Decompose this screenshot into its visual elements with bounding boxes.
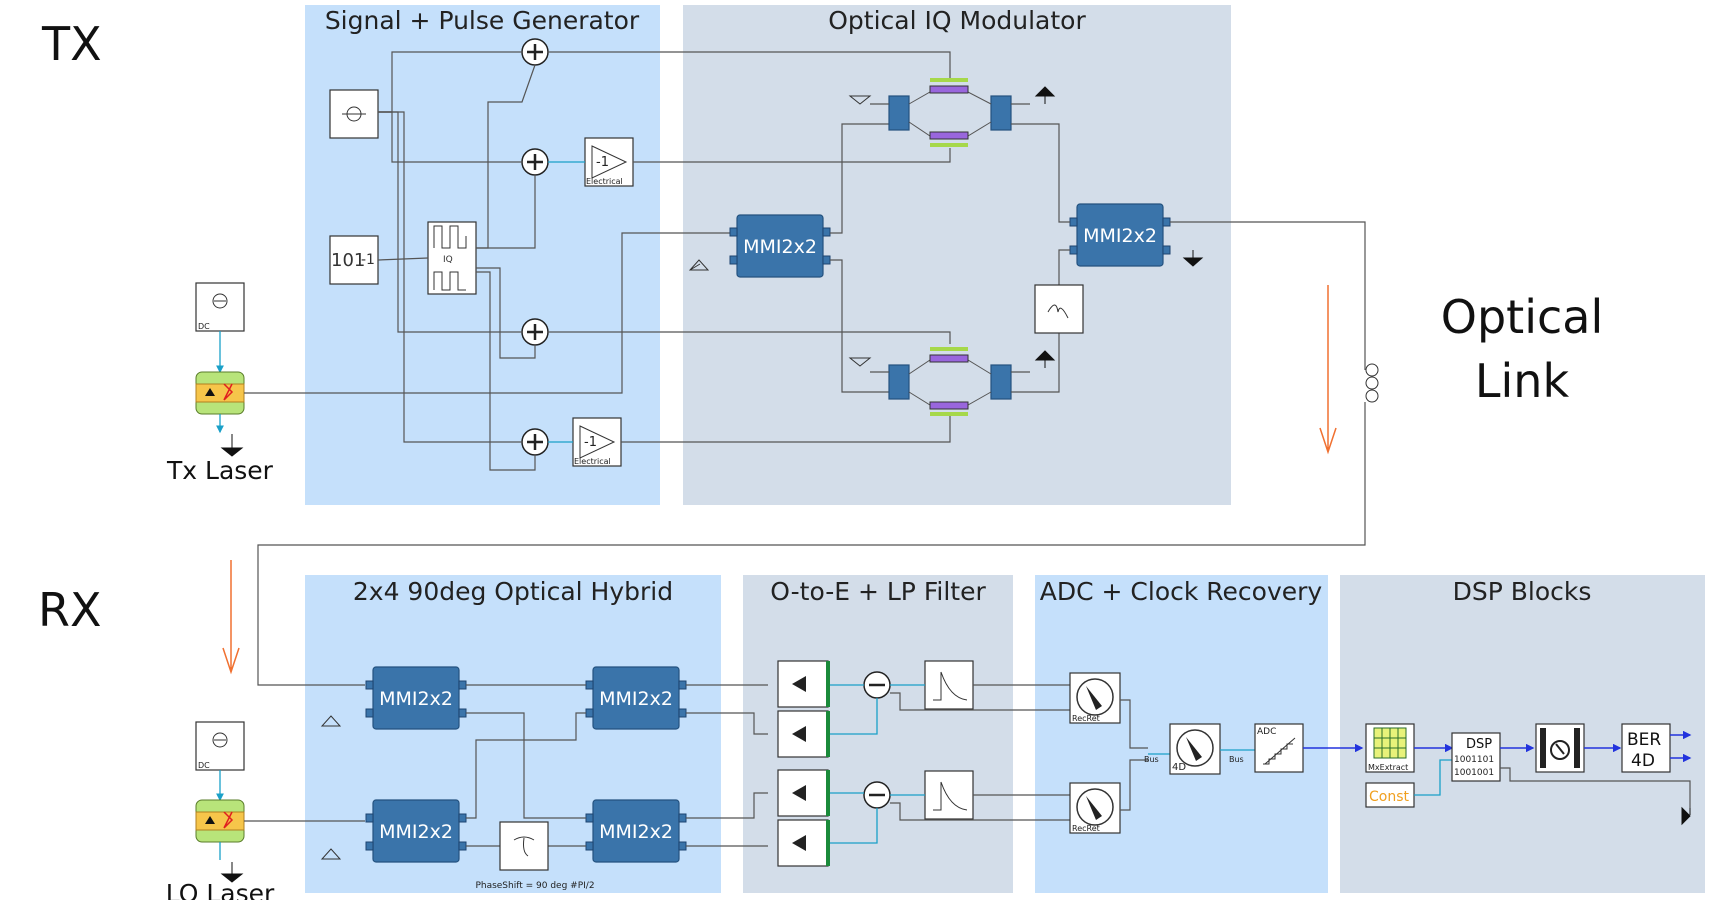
dsp-label: DSP bbox=[1466, 737, 1492, 752]
bus-label-1: Bus bbox=[1144, 755, 1159, 764]
lo-dc-label: DC bbox=[198, 761, 210, 770]
equalizer-block[interactable] bbox=[1535, 723, 1585, 773]
adder-3[interactable] bbox=[521, 318, 549, 346]
hybrid-mmi-2-label: MMI2x2 bbox=[379, 821, 453, 843]
fiber-spool-icon[interactable] bbox=[1365, 363, 1379, 403]
panel-title-iq-modulator: Optical IQ Modulator bbox=[828, 6, 1086, 35]
hybrid-mmi-4-label: MMI2x2 bbox=[599, 821, 673, 843]
inverter-bottom-value: -1 bbox=[584, 435, 597, 450]
tx-dc-source[interactable]: DC bbox=[195, 282, 245, 332]
panel-title-o-to-e: O-to-E + LP Filter bbox=[770, 577, 986, 606]
tx-laser-label: Tx Laser bbox=[166, 456, 274, 485]
inverter-bottom[interactable]: -1 Electrical bbox=[572, 417, 622, 467]
bus-label-2: Bus bbox=[1229, 755, 1244, 764]
inverter-top[interactable]: -1 Electrical bbox=[584, 137, 634, 187]
subtractor-2[interactable] bbox=[863, 781, 891, 809]
carrier-source[interactable] bbox=[329, 89, 379, 139]
photodiode-4[interactable] bbox=[777, 819, 830, 867]
const-block[interactable]: Const bbox=[1365, 782, 1415, 808]
mzm-q[interactable] bbox=[888, 347, 1012, 416]
mzm-q-output-icon bbox=[1034, 350, 1056, 368]
iq-pulse-generator[interactable]: IQ bbox=[427, 221, 477, 295]
link-arrow-rx bbox=[222, 560, 240, 675]
tx-mmi-splitter-label: MMI2x2 bbox=[743, 236, 817, 258]
rx-label: RX bbox=[38, 583, 101, 637]
inverter-top-label: Electrical bbox=[586, 177, 623, 186]
lo-laser-label: LO Laser bbox=[166, 879, 275, 900]
hybrid-mmi-2[interactable]: MMI2x2 bbox=[365, 799, 467, 863]
link-arrow-tx bbox=[1319, 285, 1337, 455]
ber-4d-block[interactable]: BER 4D bbox=[1621, 723, 1671, 773]
subtractor-1[interactable] bbox=[863, 671, 891, 699]
tx-laser-ground-icon bbox=[220, 434, 244, 457]
hybrid-mmi-3-label: MMI2x2 bbox=[599, 688, 673, 710]
hybrid-mmi-4[interactable]: MMI2x2 bbox=[585, 799, 687, 863]
clock-recovery-4d[interactable]: 4D bbox=[1169, 723, 1221, 775]
inverter-top-value: -1 bbox=[596, 155, 609, 170]
mx-extract-block[interactable]: MxExtract bbox=[1365, 723, 1415, 773]
adder-1[interactable] bbox=[521, 38, 549, 66]
tx-dc-label: DC bbox=[198, 322, 210, 331]
hybrid-mmi-1-label: MMI2x2 bbox=[379, 688, 453, 710]
mzm-i-output-icon bbox=[1034, 86, 1056, 104]
ber-4d-label: 4D bbox=[1631, 751, 1655, 771]
adc-block[interactable]: ADC bbox=[1254, 723, 1304, 773]
ber-label: BER bbox=[1627, 730, 1661, 750]
bit-sequence-label: 101 bbox=[331, 250, 365, 271]
hybrid-mmi-1[interactable]: MMI2x2 bbox=[365, 666, 467, 730]
inverter-bottom-label: Electrical bbox=[574, 457, 611, 466]
photodiode-3[interactable] bbox=[777, 769, 830, 817]
const-label: Const bbox=[1369, 789, 1410, 805]
optical-link-label-1: Optical bbox=[1441, 290, 1603, 344]
optical-link-label-2: Link bbox=[1475, 354, 1570, 408]
adder-2[interactable] bbox=[521, 148, 549, 176]
photodiode-1[interactable] bbox=[777, 660, 830, 708]
mzm-q-ground-icon bbox=[848, 357, 872, 367]
lo-laser-ground-icon bbox=[220, 862, 244, 883]
panel-title-signal-pulse: Signal + Pulse Generator bbox=[325, 6, 640, 35]
dsp-bits-1: 1001101 bbox=[1454, 755, 1494, 765]
lo-dc-source[interactable]: DC bbox=[195, 721, 245, 771]
lp-filter-1[interactable] bbox=[924, 660, 974, 710]
tx-laser[interactable] bbox=[195, 371, 245, 415]
tx-mmi-combiner[interactable]: MMI2x2 bbox=[1069, 203, 1171, 267]
recret-2-label: RecRet bbox=[1072, 824, 1100, 833]
panel-title-optical-hybrid: 2x4 90deg Optical Hybrid bbox=[353, 577, 673, 606]
phase-shifter-tx[interactable] bbox=[1034, 284, 1084, 334]
tx-mmi-splitter[interactable]: MMI2x2 bbox=[729, 214, 831, 278]
hybrid-mmi-3[interactable]: MMI2x2 bbox=[585, 666, 687, 730]
phase-shifter-rx[interactable] bbox=[499, 821, 549, 871]
recret-1-label: RecRet bbox=[1072, 714, 1100, 723]
panel-title-adc-clock: ADC + Clock Recovery bbox=[1040, 577, 1323, 606]
clock-recovery-1[interactable]: RecRet bbox=[1069, 672, 1121, 724]
bit-sequence-tail-label: -1 bbox=[361, 252, 375, 268]
phase-shift-label: PhaseShift = 90 deg #PI/2 bbox=[475, 881, 594, 891]
iq-label: IQ bbox=[443, 255, 453, 265]
tx-label: TX bbox=[41, 17, 102, 71]
dsp-ground-icon bbox=[1681, 806, 1691, 826]
clock-recovery-2[interactable]: RecRet bbox=[1069, 782, 1121, 834]
clock-4d-label: 4D bbox=[1172, 762, 1186, 773]
lo-laser[interactable] bbox=[195, 799, 245, 843]
panel-title-dsp: DSP Blocks bbox=[1453, 577, 1592, 606]
mx-extract-label: MxExtract bbox=[1368, 763, 1408, 772]
bit-sequence-generator[interactable]: 101 -1 bbox=[329, 235, 379, 285]
mzm-i-ground-icon bbox=[848, 95, 872, 105]
adder-4[interactable] bbox=[521, 428, 549, 456]
lp-filter-2[interactable] bbox=[924, 770, 974, 820]
dsp-bits-2: 1001001 bbox=[1454, 768, 1494, 778]
tx-mmi-combiner-label: MMI2x2 bbox=[1083, 225, 1157, 247]
photodiode-2[interactable] bbox=[777, 710, 830, 758]
mzm-i[interactable] bbox=[888, 78, 1012, 147]
dsp-block[interactable]: DSP 1001101 1001001 bbox=[1451, 732, 1501, 782]
adc-label: ADC bbox=[1257, 727, 1276, 737]
